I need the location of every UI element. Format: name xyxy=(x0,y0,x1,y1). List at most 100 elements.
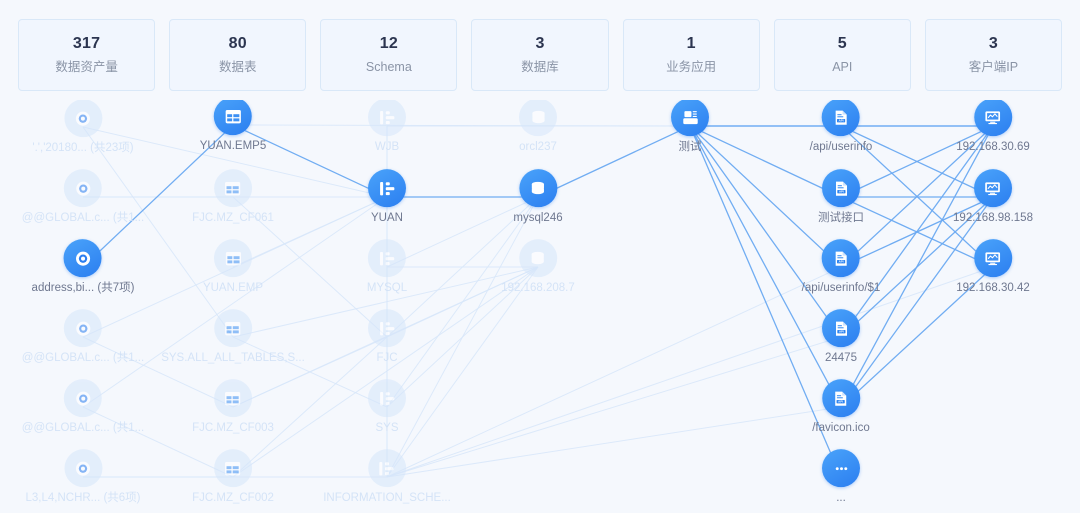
graph-edge-dim xyxy=(386,196,539,408)
graph-edge xyxy=(840,266,994,408)
api-icon: API xyxy=(822,309,860,348)
graph-node-api-userinfo[interactable]: API/api/userinfo xyxy=(810,100,872,154)
stat-label: 数据库 xyxy=(521,60,559,75)
graph-edge-dim xyxy=(232,266,539,478)
graph-node-label: FJC.MZ_CF061 xyxy=(192,212,274,225)
graph-node-more[interactable]: ... xyxy=(822,449,860,505)
graph-node-label: FJC.MZ_CF002 xyxy=(192,492,274,505)
graph-edge-dim xyxy=(232,266,539,338)
graph-node-label: 测试 xyxy=(678,141,702,154)
graph-edge-dim xyxy=(232,124,691,127)
graph-node-api-userinfo-1[interactable]: API/api/userinfo/$1 xyxy=(801,239,881,295)
graph-node-fjc-cf061: FJC.MZ_CF061 xyxy=(192,169,274,225)
graph-node-yuan-emp5[interactable]: YUAN.EMP5 xyxy=(200,100,266,153)
stat-card-database[interactable]: 3 数据库 xyxy=(471,19,609,91)
stat-label: API xyxy=(832,60,853,75)
graph-edge xyxy=(689,125,842,408)
field-icon xyxy=(64,449,102,488)
field-icon xyxy=(63,379,102,418)
table-icon xyxy=(214,309,252,348)
stat-card-data-assets[interactable]: 317 数据资产量 xyxy=(18,19,156,91)
graph-node-ip-30-69[interactable]: 192.168.30.69 xyxy=(956,100,1030,154)
table-icon xyxy=(213,239,252,278)
stat-label: 数据资产量 xyxy=(55,60,118,75)
graph-node-label: INFORMATION_SCHE... xyxy=(323,492,451,505)
graph-node-label: L3,L4,NCHR... (共6项) xyxy=(25,492,141,505)
graph-node-label: FJC.MZ_CF003 xyxy=(192,422,274,435)
graph-edge-dim xyxy=(386,196,539,338)
graph-node-ip-98-158[interactable]: 192.168.98.158 xyxy=(953,169,1033,225)
graph-node-label: /api/userinfo/$1 xyxy=(801,282,881,295)
graph-edge xyxy=(689,125,842,198)
graph-node-label: ... xyxy=(836,492,846,505)
graph-node-label: 192.168.208.7 xyxy=(501,282,575,295)
graph-node-label: 192.168.30.69 xyxy=(956,141,1030,154)
graph-node-ip-30-42[interactable]: 192.168.30.42 xyxy=(956,239,1030,295)
graph-node-label: 24475 xyxy=(825,352,857,365)
graph-node-label: SYS.ALL_ALL_TABLES,S... xyxy=(161,352,305,365)
api-icon: API xyxy=(821,239,860,278)
graph-node-ceshi[interactable]: 测试 xyxy=(671,100,709,154)
graph-edge xyxy=(840,125,994,408)
stat-value: 80 xyxy=(228,35,247,53)
app-icon xyxy=(671,100,709,137)
more-icon xyxy=(822,449,860,488)
graph-node-fjc: FJC xyxy=(368,309,406,365)
database-icon xyxy=(519,100,557,137)
graph-node-label: '.','20180... (共23项) xyxy=(32,142,134,155)
table-icon xyxy=(213,449,252,488)
graph-node-ip-208-7: 192.168.208.7 xyxy=(501,239,575,295)
graph-node-field-l3l4: L3,L4,NCHR... (共6项) xyxy=(25,449,141,505)
graph-node-field-20180: '.','20180... (共23项) xyxy=(32,100,134,155)
graph-node-address-bi[interactable]: address,bi... (共7项) xyxy=(32,239,134,295)
svg-text:API: API xyxy=(838,118,843,122)
graph-edges xyxy=(82,124,994,478)
stat-value: 3 xyxy=(988,35,998,53)
graph-node-favicon[interactable]: API/favicon.ico xyxy=(812,379,870,435)
graph-edge-dim xyxy=(386,406,842,478)
database-icon xyxy=(518,239,557,278)
graph-edge xyxy=(82,124,234,268)
graph-edge xyxy=(840,125,994,198)
stat-label: Schema xyxy=(365,60,412,75)
graph-edge-dim xyxy=(82,196,388,408)
stat-value: 317 xyxy=(72,35,101,53)
graph-node-label: WJB xyxy=(374,141,400,154)
graph-node-mysql: MYSQL xyxy=(367,239,407,295)
graph-node-label: @@GLOBAL.c... (共1... xyxy=(21,212,145,225)
graph-node-info-schema: INFORMATION_SCHE... xyxy=(323,449,451,505)
table-icon xyxy=(213,379,252,418)
schema-icon xyxy=(368,169,406,208)
graph-node-label: @@GLOBAL.c... (共1... xyxy=(21,422,145,435)
stat-value: 3 xyxy=(535,35,545,53)
graph-edge-dim xyxy=(82,126,388,198)
graph-edge-dim xyxy=(82,126,234,338)
schema-icon xyxy=(368,100,406,137)
table-icon xyxy=(214,100,252,136)
graph-node-sys-all: SYS.ALL_ALL_TABLES,S... xyxy=(161,309,305,365)
graph-edge xyxy=(840,125,994,338)
graph-node-yuan[interactable]: YUAN xyxy=(368,169,406,225)
graph-edge-dim xyxy=(386,336,842,478)
graph-node-orcl237: orcl237 xyxy=(519,100,557,154)
graph-node-label: 192.168.30.42 xyxy=(956,282,1030,295)
graph-edge-dim xyxy=(82,406,234,478)
stat-label: 业务应用 xyxy=(666,60,717,75)
graph-edge-dim xyxy=(386,266,539,478)
api-icon: API xyxy=(822,379,860,418)
stat-value: 5 xyxy=(837,35,847,53)
svg-text:API: API xyxy=(838,399,843,403)
graph-edge xyxy=(232,124,388,198)
graph-node-24475[interactable]: API 24475 xyxy=(822,309,860,365)
graph-node-mysql246[interactable]: mysql246 xyxy=(513,169,563,225)
graph-edge-dim xyxy=(386,196,539,478)
client-icon xyxy=(973,169,1012,208)
